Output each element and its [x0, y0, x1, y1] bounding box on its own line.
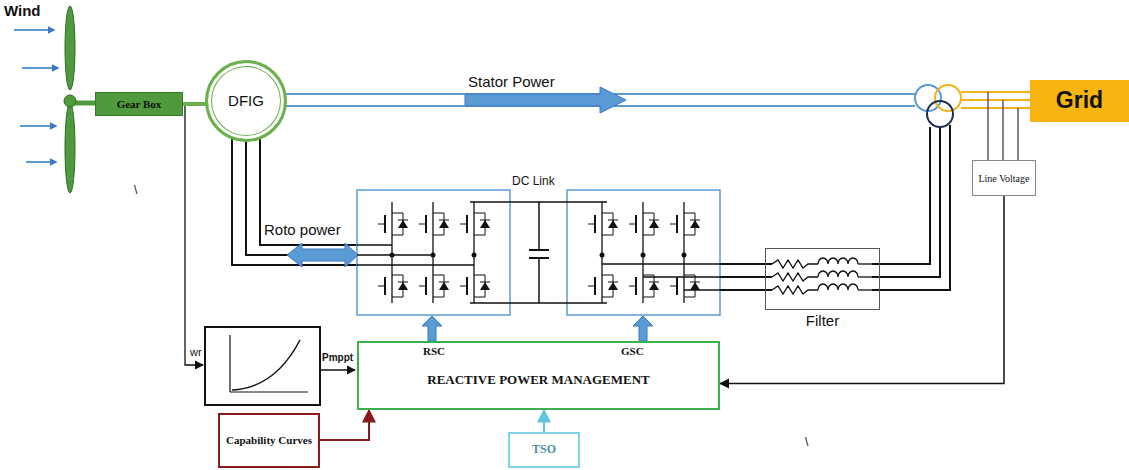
- stray-mark: \: [805, 436, 808, 449]
- gearbox-box: Gear Box: [95, 92, 183, 116]
- node-text: Filter: [766, 313, 879, 330]
- dc-link-label: DC Link: [512, 175, 555, 188]
- connector: [720, 196, 1004, 384]
- signal-name: wr: [190, 346, 202, 358]
- wind-label: Wind: [4, 3, 41, 20]
- filter-box: Filter: [765, 248, 880, 310]
- grid-side-converter: [567, 190, 720, 315]
- connector: [320, 410, 369, 440]
- node-text: REACTIVE POWER MANAGEMENT: [359, 373, 718, 387]
- sensor-box: Line Voltage: [972, 160, 1035, 196]
- flow-label: Stator Power: [468, 74, 555, 91]
- operator-box: TSO: [508, 432, 580, 468]
- connector: [543, 410, 545, 432]
- transformer: [915, 85, 961, 127]
- flow-label: Roto power: [262, 222, 343, 239]
- rotor-power-arrow: [287, 243, 358, 267]
- filter-elements: [772, 258, 872, 294]
- node-text: GSC: [621, 345, 644, 357]
- node-text: TSO: [532, 443, 556, 456]
- grid-box: Grid: [1030, 80, 1129, 122]
- rotor-side-converter: [357, 190, 510, 315]
- node-text: Line Voltage: [978, 173, 1029, 184]
- mppt-curve-box: [205, 327, 320, 405]
- signal-arrows: [185, 103, 355, 370]
- stray-mark: \: [134, 184, 137, 197]
- connector: [183, 102, 206, 106]
- dc-link: [470, 202, 607, 303]
- node-text: RSC: [423, 345, 445, 357]
- controller-box: RSC GSC REACTIVE POWER MANAGEMENT: [357, 341, 720, 410]
- generator-circle: DFIG: [205, 60, 287, 142]
- capability-box: Capability Curves: [218, 413, 320, 468]
- control-arrows: [422, 316, 653, 341]
- mppt-curve: [230, 335, 308, 392]
- grid-lines: [961, 92, 1030, 108]
- voltage-taps: [988, 92, 1018, 160]
- stator-power-arrow: [465, 87, 626, 113]
- igbt-bridges: [357, 202, 720, 303]
- node-text: Grid: [1056, 88, 1103, 113]
- node-text: Capability Curves: [226, 434, 312, 446]
- node-text: DFIG: [228, 93, 264, 110]
- wind-turbine: [64, 6, 95, 193]
- node-text: Gear Box: [117, 98, 162, 110]
- wind-arrows: [14, 30, 58, 162]
- signal-name: Pmppt: [322, 352, 353, 363]
- rotor-wires: [232, 139, 357, 265]
- grid-side-wires: [720, 125, 950, 290]
